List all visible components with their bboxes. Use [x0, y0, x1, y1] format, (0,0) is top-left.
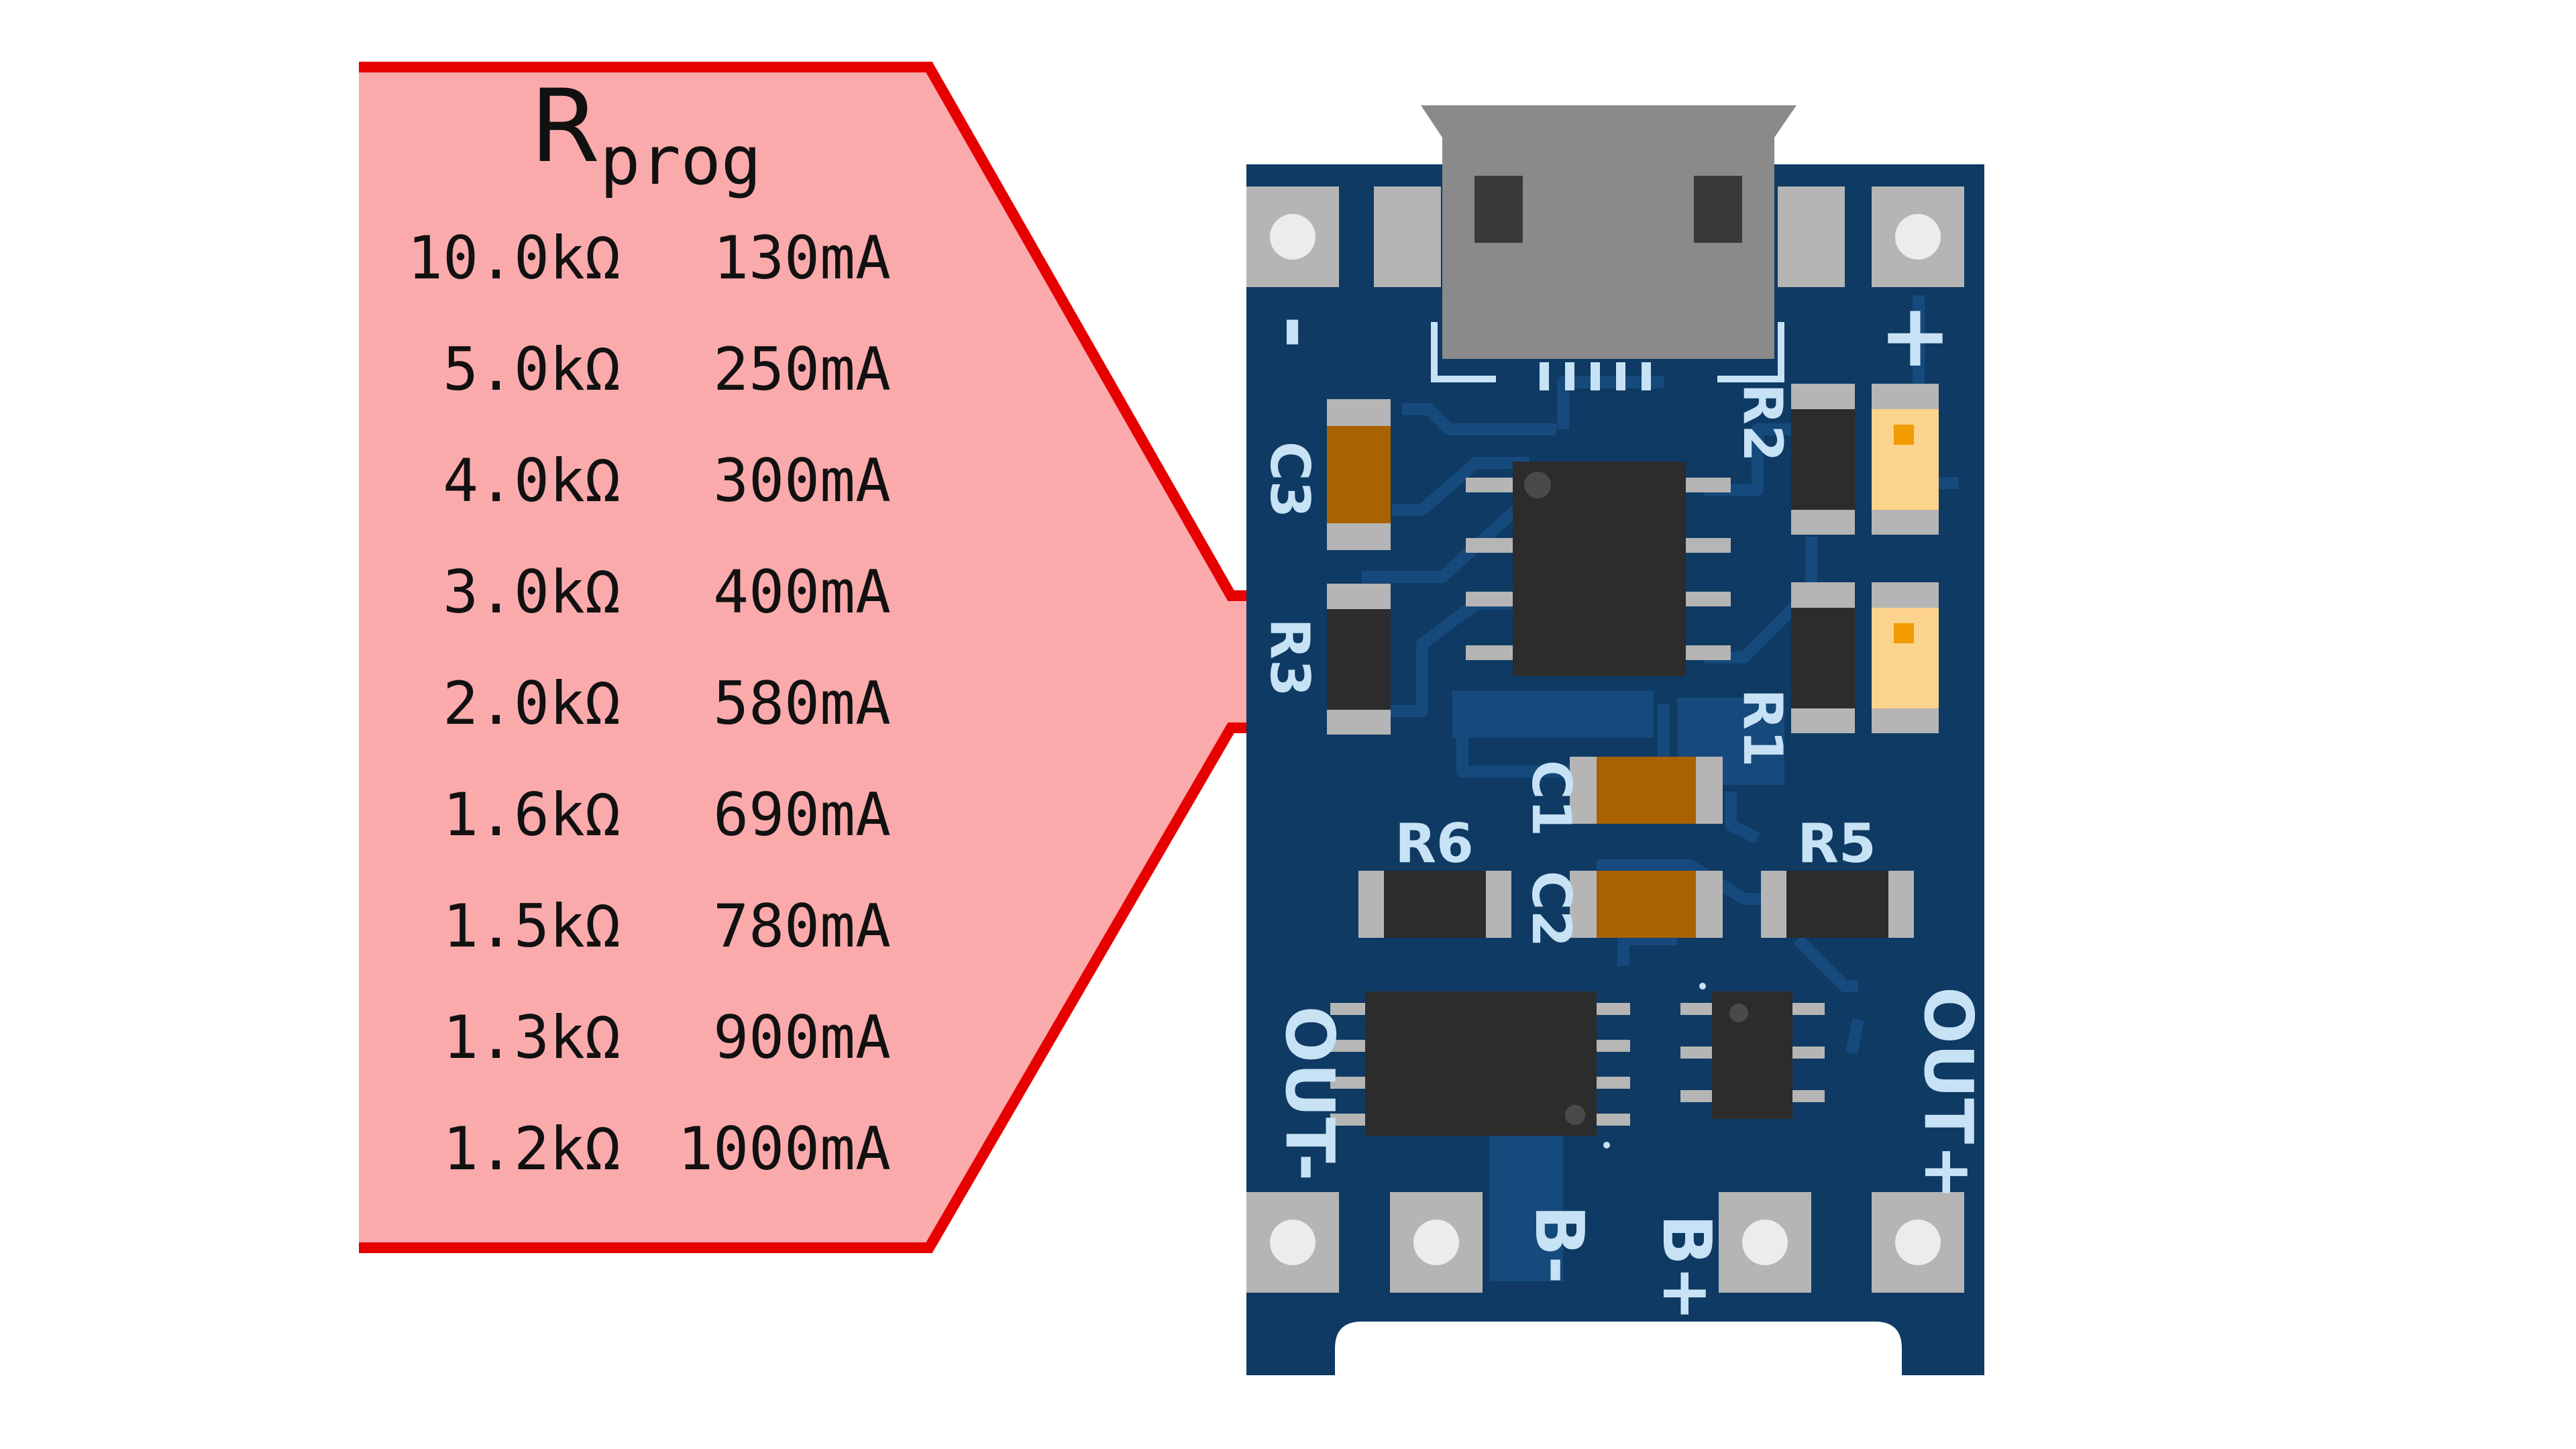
- callout-shape: [359, 67, 1332, 1248]
- rprog-callout: Rprog 10.0kΩ 130mA 5.0kΩ 250mA 4.0kΩ 300mA 3.0…: [359, 62, 1332, 1253]
- callout-row: 10.0kΩ 130mA: [407, 223, 891, 292]
- callout-table: 10.0kΩ 130mA 5.0kΩ 250mA 4.0kΩ 300mA 3.0kΩ 400m…: [407, 223, 891, 1183]
- row-current: 130mA: [713, 223, 891, 292]
- row-resistance: 2.0kΩ: [443, 669, 621, 738]
- row-current: 300mA: [713, 446, 891, 515]
- capacitor-c2: [1570, 871, 1723, 938]
- callout-row: 1.2kΩ 1000mA: [443, 1114, 891, 1183]
- usb-tab-left: [1374, 186, 1441, 287]
- row-current: 1000mA: [678, 1114, 891, 1183]
- row-resistance: 10.0kΩ: [407, 223, 621, 292]
- pin1-dot: [1603, 1142, 1610, 1148]
- resistor-r1: [1791, 582, 1855, 733]
- label-r1: R1: [1731, 688, 1794, 767]
- callout-row: 1.3kΩ 900mA: [443, 1003, 891, 1072]
- label-c2: C2: [1520, 871, 1582, 947]
- label-r3: R3: [1258, 618, 1321, 696]
- pad-hole: [1270, 214, 1316, 260]
- row-resistance: 1.5kΩ: [443, 892, 621, 961]
- callout-title-sub: prog: [600, 121, 761, 200]
- bottom-pads: [1246, 1192, 1964, 1293]
- label-b-plus: B+: [1648, 1214, 1726, 1322]
- row-resistance: 1.2kΩ: [443, 1114, 621, 1183]
- label-r6: R6: [1395, 812, 1473, 875]
- top-pads: [1246, 186, 1964, 287]
- row-resistance: 1.3kΩ: [443, 1003, 621, 1072]
- pad-hole: [1895, 214, 1941, 260]
- label-minus: -: [1250, 315, 1343, 349]
- row-resistance: 3.0kΩ: [443, 557, 621, 627]
- label-c1: C1: [1520, 760, 1582, 837]
- resistor-r6: [1358, 871, 1511, 938]
- row-resistance: 5.0kΩ: [443, 335, 621, 404]
- row-current: 250mA: [713, 335, 891, 404]
- row-current: 400mA: [713, 557, 891, 627]
- led-top: [1872, 384, 1939, 535]
- callout-row: 4.0kΩ 300mA: [443, 446, 891, 515]
- resistor-r2: [1791, 384, 1855, 535]
- callout-title: Rprog: [530, 68, 761, 200]
- capacitor-c1: [1570, 757, 1723, 824]
- board-notch: [1335, 1322, 1902, 1377]
- row-current: 900mA: [713, 1003, 891, 1072]
- charger-ic: [1466, 462, 1731, 676]
- resistor-r3: [1327, 584, 1391, 735]
- row-resistance: 1.6kΩ: [443, 780, 621, 849]
- usb-tab-right: [1778, 186, 1845, 287]
- callout-row: 1.5kΩ 780mA: [443, 892, 891, 961]
- label-plus: +: [1879, 284, 1952, 386]
- charger-board: - + C3 R3 R2 R1 C1 C2 R6 R5 OUT- OUT+ B-…: [1246, 105, 1988, 1377]
- capacitor-c3: [1327, 399, 1391, 550]
- row-resistance: 4.0kΩ: [443, 446, 621, 515]
- callout-row: 1.6kΩ 690mA: [443, 780, 891, 849]
- callout-row: 5.0kΩ 250mA: [443, 335, 891, 404]
- label-b-minus: B-: [1520, 1205, 1599, 1284]
- pin1-dot: [1699, 983, 1706, 989]
- label-out-plus: OUT+: [1909, 987, 1988, 1200]
- resistor-r5: [1761, 871, 1914, 938]
- callout-row: 2.0kΩ 580mA: [443, 669, 891, 738]
- protection-ic: [1680, 983, 1825, 1119]
- callout-row: 3.0kΩ 400mA: [443, 557, 891, 627]
- usb-outline: [1431, 322, 1496, 382]
- label-c3: C3: [1258, 441, 1321, 518]
- row-current: 690mA: [713, 780, 891, 849]
- row-current: 780mA: [713, 892, 891, 961]
- silkscreen: - + C3 R3 R2 R1 C1 C2 R6 R5 OUT- OUT+ B-…: [1250, 284, 1988, 1322]
- label-out-minus: OUT-: [1271, 1006, 1349, 1181]
- micro-usb-connector: [1421, 105, 1796, 390]
- callout-title-main: R: [530, 68, 600, 185]
- led-bottom: [1872, 582, 1939, 733]
- usb-outline: [1717, 322, 1784, 382]
- protection-mosfet-ic: [1330, 991, 1630, 1148]
- label-r2: R2: [1731, 383, 1794, 462]
- row-current: 580mA: [713, 669, 891, 738]
- label-r5: R5: [1797, 812, 1876, 875]
